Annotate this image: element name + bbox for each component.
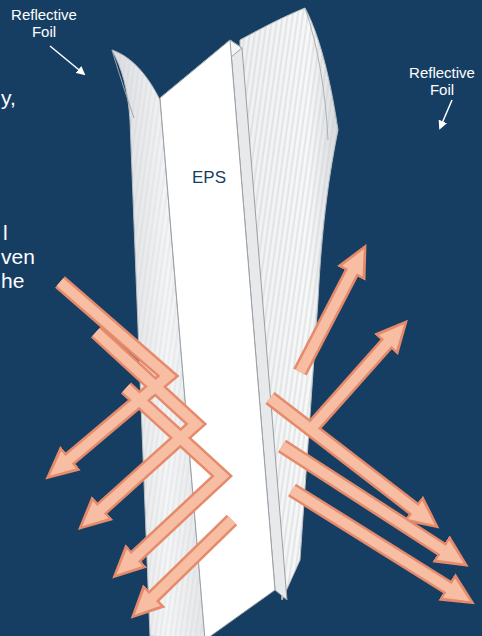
cropped-text: he — [1, 269, 41, 293]
part-label: Reflective Foil — [404, 64, 480, 99]
leader-lines — [50, 46, 452, 128]
cropped-text: l — [3, 221, 33, 245]
part-label: EPS — [192, 168, 232, 188]
part-label: Reflective Foil — [6, 6, 82, 41]
heat-arrows — [60, 268, 452, 600]
eps-board — [160, 40, 287, 636]
cropped-text: y, — [1, 86, 41, 110]
cropped-text: ven — [1, 245, 51, 269]
